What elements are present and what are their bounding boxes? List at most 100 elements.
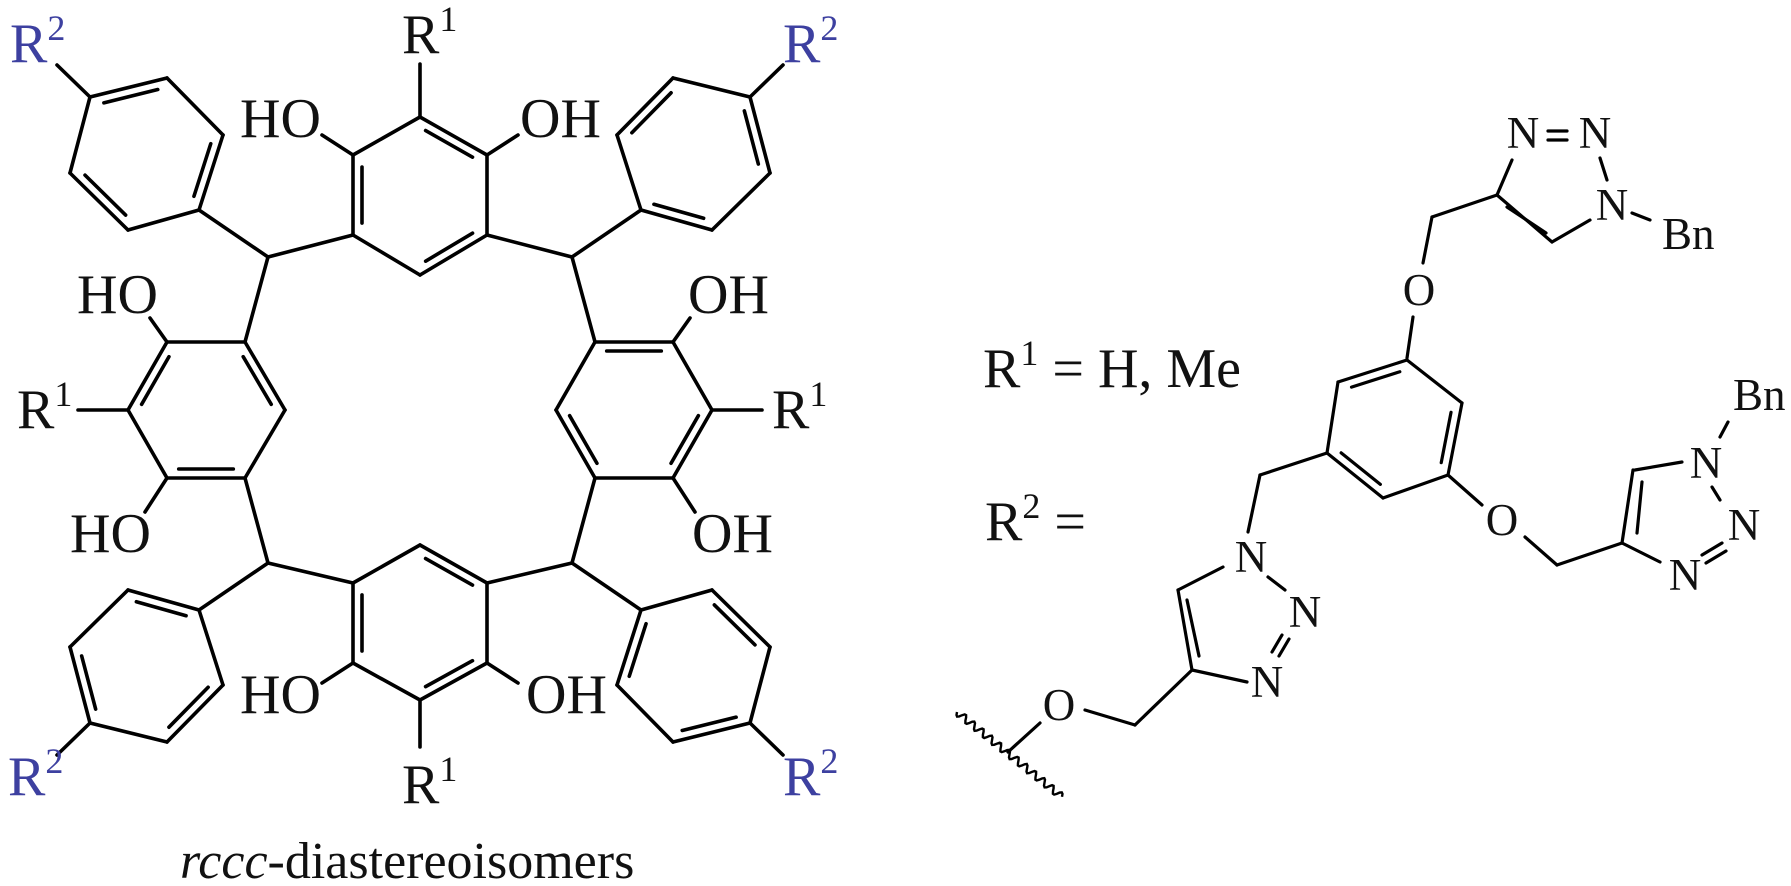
ring-bond	[68, 645, 92, 725]
label-superscript: 1	[1020, 333, 1038, 373]
caption-text: -diastereoisomers	[268, 833, 635, 886]
label-superscript: 2	[47, 8, 65, 48]
label-base: R	[983, 338, 1021, 400]
label-base: R	[772, 379, 810, 441]
nitrogen-label: N	[1728, 500, 1761, 550]
double-bond-inner-line	[102, 87, 160, 105]
hydroxyl-label: OH	[526, 664, 607, 726]
bond	[1133, 668, 1194, 727]
bond	[1635, 480, 1644, 535]
label-superscript: 1	[809, 374, 827, 414]
r1-label-left: R1	[17, 374, 72, 441]
double-bond-inner-line	[139, 354, 171, 407]
double-bond-inner-line	[630, 91, 673, 135]
ring-bond	[165, 76, 225, 137]
double-bond-inner-line	[680, 715, 738, 733]
ring-bond	[1405, 358, 1464, 405]
double-bond-inner-line	[192, 141, 213, 199]
label-superscript: 1	[439, 749, 457, 789]
substituent-bond	[748, 63, 785, 99]
methine-bond	[485, 233, 574, 259]
bottom-right-phenyl-ring	[615, 588, 772, 744]
ring-bond	[615, 76, 675, 137]
oxygen-label: O	[1403, 265, 1436, 315]
bond	[1006, 721, 1042, 754]
nitrogen-label: N	[1235, 532, 1268, 582]
bond	[1495, 158, 1514, 197]
caption: rccc-diastereoisomers	[180, 833, 634, 886]
double-bond-inner-line	[652, 202, 706, 221]
oxygen-label: O	[1043, 680, 1076, 730]
double-bond-inner-line	[134, 599, 188, 618]
bond	[1421, 215, 1434, 265]
bond	[1446, 473, 1484, 507]
substituent-bond	[55, 63, 92, 99]
ring-bond	[1336, 358, 1409, 384]
ring-bond	[197, 133, 225, 212]
methine-bond	[570, 208, 643, 259]
r1-label-bottom: R1	[402, 749, 457, 816]
ring-bond	[671, 408, 714, 480]
bond	[1700, 541, 1724, 557]
bond	[1598, 156, 1609, 182]
bond	[1176, 565, 1225, 592]
bond	[1430, 193, 1499, 219]
ring-bond	[710, 171, 772, 232]
hydroxyl-label: HO	[240, 664, 321, 726]
label-superscript: 2	[1022, 486, 1040, 526]
bond	[1277, 637, 1291, 658]
double-bond-inner-line	[423, 128, 475, 159]
ring-bond	[748, 95, 772, 175]
double-bond-inner-line	[712, 603, 757, 647]
double-bond-inner-line	[669, 413, 701, 466]
double-bond-inner-line	[1349, 370, 1402, 389]
ring-bond	[639, 208, 714, 232]
ring-bond	[88, 76, 169, 99]
r2-label-top-right: R2	[783, 8, 838, 75]
methine-bond	[197, 561, 270, 612]
bond	[1405, 315, 1415, 360]
ring-bond	[88, 721, 169, 744]
nitrogen-label: N	[1251, 657, 1284, 707]
r1-label-top: R1	[402, 0, 457, 66]
top-resorcinol-ring	[351, 115, 489, 277]
label-base: R	[783, 746, 821, 808]
methine-bond	[266, 561, 355, 585]
double-bond-inner-line	[241, 354, 274, 407]
top-right-phenyl-ring	[615, 76, 772, 232]
substituent-bond	[485, 661, 520, 685]
bond	[1710, 485, 1722, 502]
label-base: R	[402, 4, 440, 66]
ring-bond	[615, 683, 675, 744]
substituent-bond	[748, 721, 785, 757]
ring-bond	[126, 340, 169, 412]
bond	[1246, 473, 1262, 534]
ring-bond	[710, 588, 772, 649]
bond	[1258, 451, 1329, 477]
r2-label-bottom-right: R2	[783, 741, 838, 808]
ring-bond	[1446, 401, 1464, 477]
hydroxyl-label: HO	[240, 88, 321, 150]
ring-bond	[351, 543, 422, 585]
ring-bond	[615, 608, 643, 687]
methine-bond	[243, 255, 270, 344]
benzyl-label: Bn	[1662, 209, 1715, 259]
double-bond-inner-line	[423, 231, 475, 263]
nitrogen-label: N	[1690, 438, 1723, 488]
ring-bond	[671, 721, 752, 744]
r2-label-bottom-left: R2	[8, 741, 63, 808]
label-superscript: 1	[439, 0, 457, 39]
hydroxyl-label: HO	[70, 503, 151, 565]
hydroxyl-label: HO	[77, 264, 158, 326]
double-bond-inner-line	[167, 685, 210, 729]
methine-bond	[570, 476, 597, 565]
bond	[1176, 588, 1194, 672]
substituent-bond	[671, 476, 697, 514]
ring-bond	[418, 115, 489, 157]
benzyl-label: Bn	[1733, 370, 1786, 420]
nitrogen-label: N	[1596, 180, 1629, 230]
substituent-bond	[671, 316, 692, 344]
right-resorcinol-ring	[554, 340, 714, 480]
r2-definition: R2 =	[985, 486, 1086, 553]
